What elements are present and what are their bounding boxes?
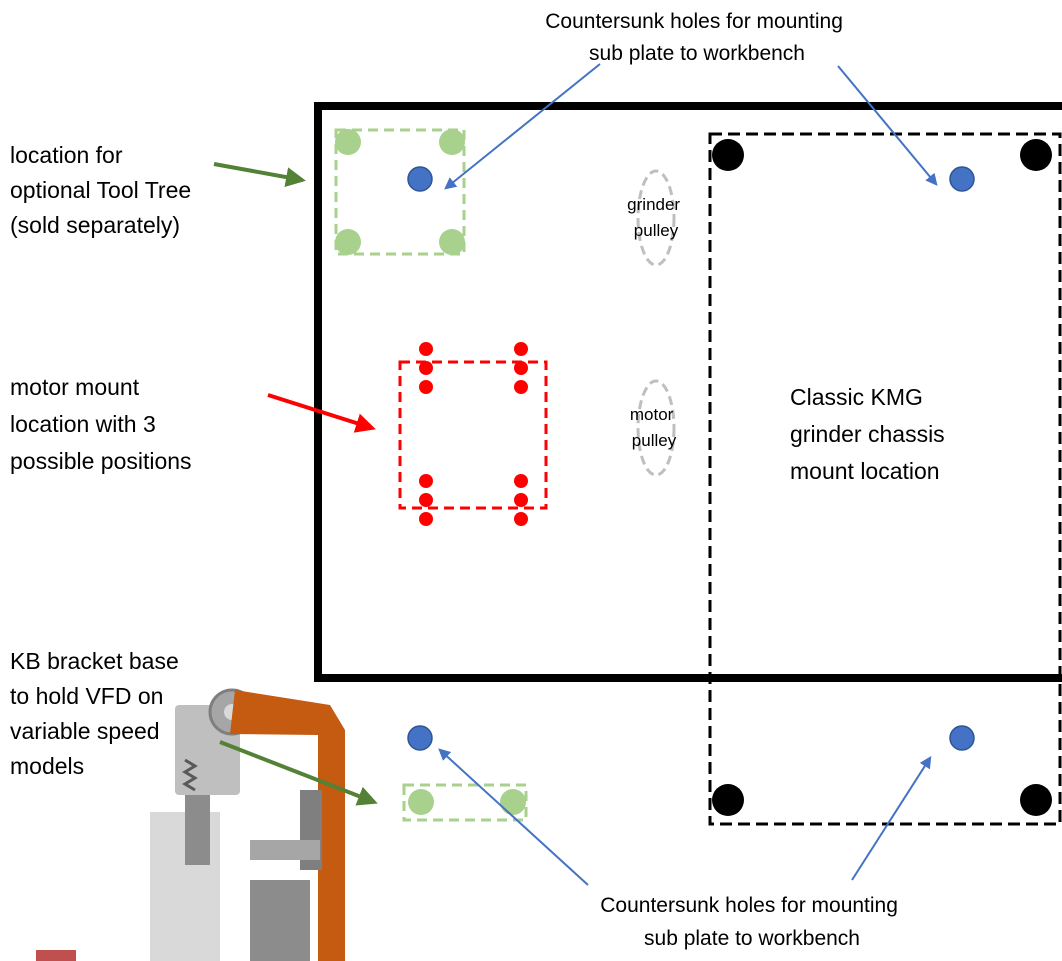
- tool-tree-hole: [439, 229, 465, 255]
- motor-pulley-label: motor pulley: [630, 405, 678, 450]
- mount-hole-icon: [949, 166, 975, 192]
- chassis-label: Classic KMG grinder chassis mount locati…: [790, 384, 951, 484]
- sub-plate-outline: [314, 102, 1062, 682]
- countersunk-bottom-arrow-left: [438, 748, 589, 886]
- tool-tree-hole: [439, 129, 465, 155]
- grinder-photo: [36, 688, 345, 961]
- chassis-hole-icon: [712, 139, 744, 171]
- grinder-pulley-label: grinder pulley: [627, 195, 685, 240]
- countersunk-bottom-label: Countersunk holes for mounting sub plate…: [600, 894, 904, 950]
- motor-pulley-outline: [636, 379, 676, 477]
- countersunk-top-arrow-right: [837, 65, 938, 186]
- tool-tree-location: [334, 128, 466, 256]
- chassis-hole-icon: [1020, 139, 1052, 171]
- tool-tree-label: location for optional Tool Tree (sold se…: [10, 142, 198, 238]
- grinder-pulley-outline: [636, 169, 676, 267]
- kb-bracket-label: KB bracket base to hold VFD on variable …: [10, 648, 185, 779]
- mount-hole-icon: [949, 725, 975, 751]
- countersunk-top-label: Countersunk holes for mounting sub plate…: [545, 10, 849, 65]
- motor-mount-location: [398, 342, 548, 526]
- countersunk-bottom-arrow-right: [851, 755, 932, 881]
- chassis-hole-icon: [712, 784, 744, 816]
- kb-bracket-base: [402, 783, 528, 822]
- chassis-mount-location: [708, 132, 1062, 826]
- tool-tree-hole: [335, 229, 361, 255]
- mount-hole-icon: [407, 166, 433, 192]
- motor-mount-label: motor mount location with 3 possible pos…: [10, 374, 192, 474]
- kb-bracket-arrow: [219, 740, 378, 806]
- motor-mount-arrow: [267, 393, 376, 433]
- tool-tree-arrow: [213, 162, 306, 187]
- mount-hole-icon: [407, 725, 433, 751]
- chassis-hole-icon: [1020, 784, 1052, 816]
- tool-tree-hole: [335, 129, 361, 155]
- countersunk-top-arrow-left: [444, 63, 601, 190]
